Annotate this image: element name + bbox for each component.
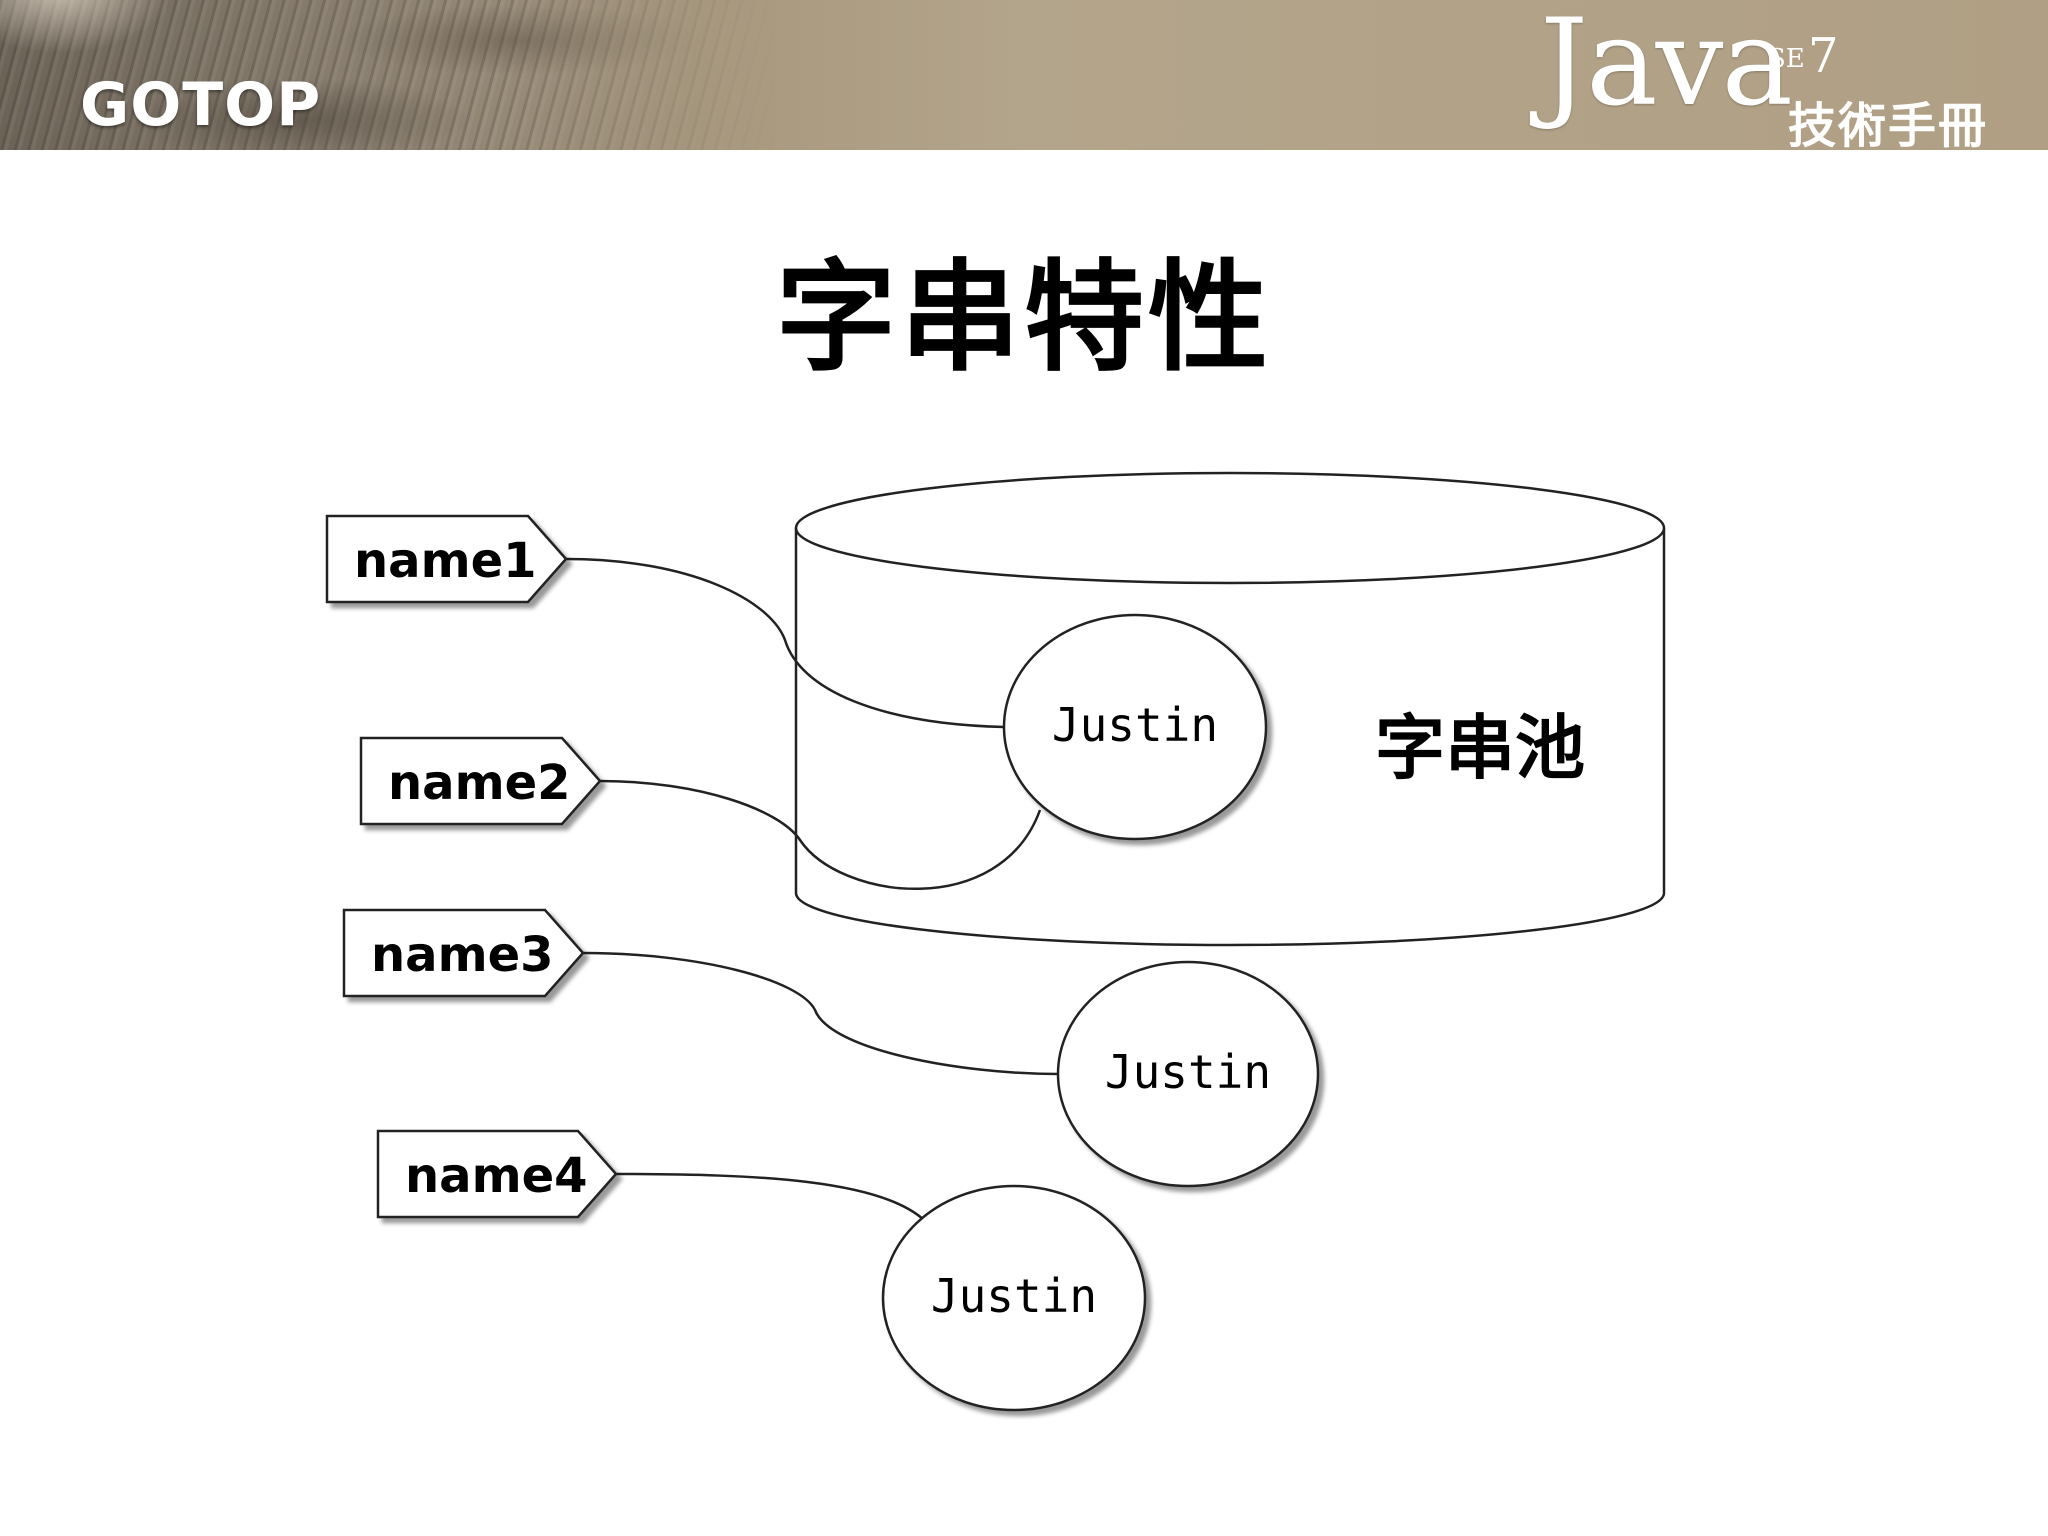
object-text: Justin <box>1105 1045 1271 1099</box>
object-circle <box>1002 613 1268 841</box>
object-circle <box>1056 960 1320 1188</box>
heap-string-object-1: Justin <box>1056 960 1320 1188</box>
java-brand-version: 7 <box>1808 28 1839 84</box>
heap-string-object-2: Justin <box>881 1184 1147 1412</box>
link-name1 <box>565 557 1005 729</box>
tag-shape <box>342 908 585 998</box>
gotop-logo: GOTOP <box>80 70 322 140</box>
sand-background <box>0 0 780 150</box>
tag-shape <box>376 1129 618 1219</box>
object-text: Justin <box>931 1269 1097 1323</box>
header-banner: GOTOP Java SE 7 技術手冊 <box>0 0 2048 150</box>
reference-name1: name1 <box>325 514 568 604</box>
tag-label: name4 <box>405 1148 588 1204</box>
reference-name3: name3 <box>342 908 585 998</box>
tag-shape <box>359 736 602 826</box>
link-name2 <box>599 779 1042 891</box>
link-name4 <box>615 1172 925 1221</box>
tag-shape <box>325 514 568 604</box>
pool-top <box>794 471 1666 585</box>
java-brand-word: Java <box>1540 0 1793 133</box>
pooled-string-object: Justin <box>1002 613 1268 841</box>
java-brand-edition: SE <box>1768 44 1805 74</box>
reference-name4: name4 <box>376 1129 618 1219</box>
tag-label: name2 <box>388 755 571 811</box>
connectors <box>565 557 1059 1221</box>
link-name3 <box>582 951 1059 1076</box>
pool-label: 字串池 <box>1375 707 1585 789</box>
tag-label: name1 <box>354 533 537 589</box>
tag-label: name3 <box>371 927 554 983</box>
java-brand-subtitle: 技術手冊 <box>1788 98 1989 150</box>
slide-title: 字串特性 <box>776 249 1272 388</box>
reference-name2: name2 <box>359 736 602 826</box>
object-circle <box>881 1184 1147 1412</box>
object-text: Justin <box>1052 698 1218 752</box>
